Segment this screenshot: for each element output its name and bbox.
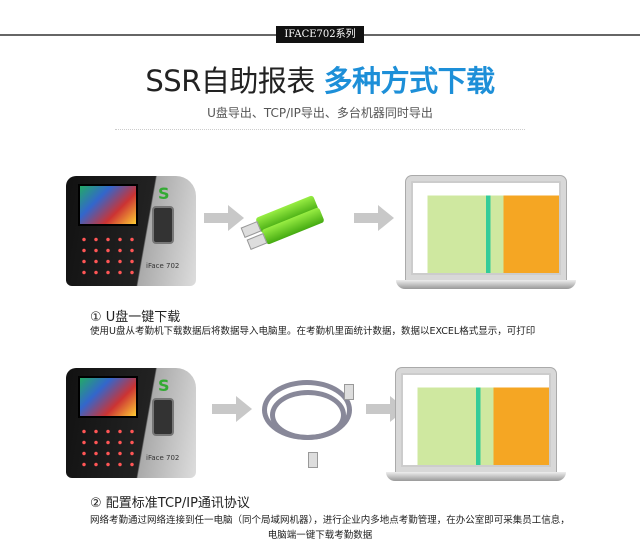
fingerprint-sensor-icon	[152, 206, 174, 244]
fingerprint-sensor-icon	[152, 398, 174, 436]
series-label: IFACE702系列	[276, 26, 364, 43]
laptop-spreadsheet-image	[386, 368, 566, 486]
section-heading: ① U盘一键下载	[90, 310, 181, 325]
subtitle: U盘导出、TCP/IP导出、多台机器同时导出	[207, 106, 433, 120]
device-brand: iFace 702	[146, 454, 180, 462]
laptop-spreadsheet-image	[396, 176, 576, 294]
usb-drive-image	[240, 194, 325, 250]
dotted-divider	[115, 129, 525, 130]
section-description: 电脑端一键下载考勤数据	[267, 530, 373, 541]
title-main: SSR自助报表	[145, 64, 315, 98]
page-title: SSR自助报表 多种方式下载	[0, 58, 640, 100]
arrow-right-icon	[212, 396, 252, 422]
device-brand: iFace 702	[146, 262, 180, 270]
section-description: 使用U盘从考勤机下载数据后将数据导入电脑里。在考勤机里面统计数据，数据以EXCE…	[90, 326, 536, 337]
network-cable-image	[256, 366, 366, 471]
title-accent: 多种方式下载	[323, 64, 496, 98]
arrow-right-icon	[204, 205, 244, 231]
section-description: 网络考勤通过网络连接到任一电脑（同个局域网机器），进行企业内多地点考勤管理，在办…	[90, 515, 570, 526]
section-heading: ② 配置标准TCP/IP通讯协议	[90, 496, 250, 511]
arrow-right-icon	[354, 205, 394, 231]
